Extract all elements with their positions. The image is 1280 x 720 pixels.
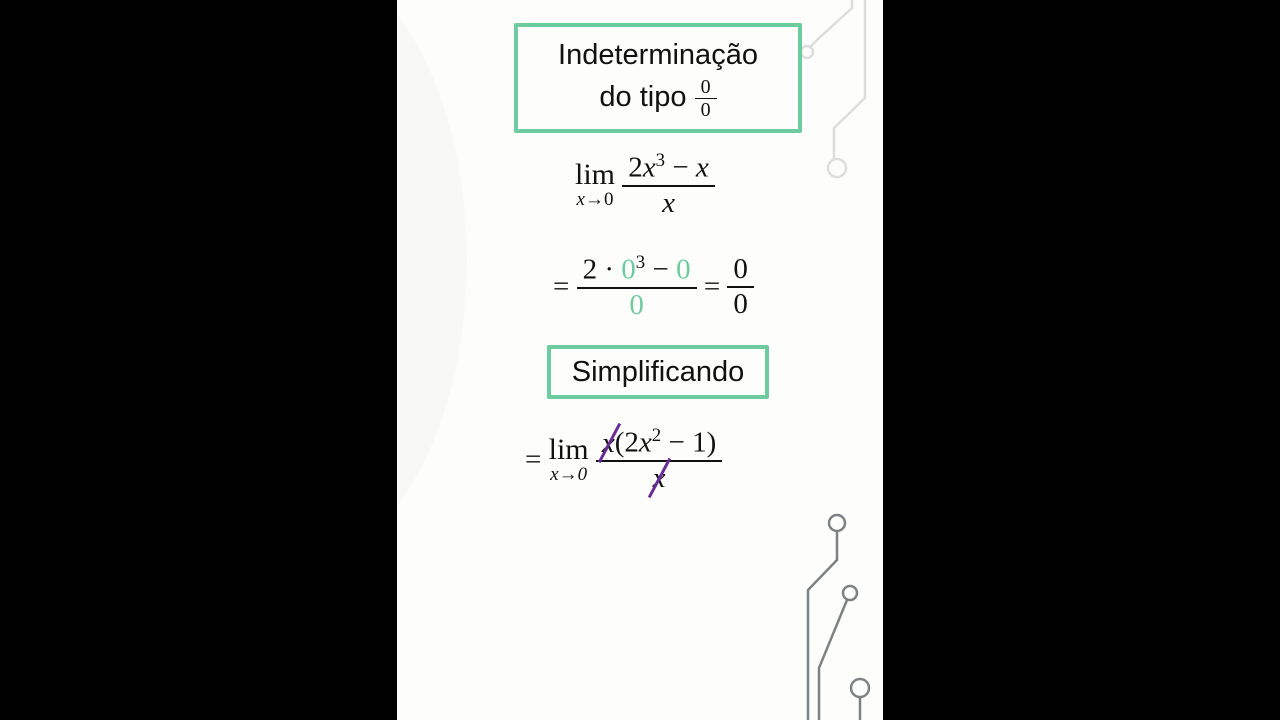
cancelled-x-denominator: x [652,461,666,494]
title-line-1: Indeterminação [558,39,758,71]
limit-operator: lim x→0 [575,157,616,210]
limit-expression: lim x→0 2x3 − x x [575,150,715,220]
cancelled-x-numerator: x [601,426,615,459]
circuit-decoration-icon [799,0,871,720]
simplifying-label: Simplificando [571,356,745,388]
result-fraction: 0 0 [727,253,754,321]
title-line-2: do tipo 0 0 [518,76,798,120]
slide: Indeterminação do tipo 0 0 lim x→0 2x3 −… [397,0,883,720]
simplified-limit-operator: lim x→0 [548,432,589,485]
zero-over-zero-fraction: 0 0 [694,77,717,120]
simplifying-label-box: Simplificando [547,345,769,399]
title-line-2-text: do tipo [599,81,687,113]
substitution-fraction: 2 · 03 − 0 0 [576,252,697,322]
simplified-expression: = lim x→0 x(2x2 − 1) x [525,425,723,495]
indeterminacy-title-box: Indeterminação do tipo 0 0 [514,23,802,133]
substitution-expression: = 2 · 03 − 0 0 = 0 0 [553,252,754,322]
limit-fraction: 2x3 − x x [622,150,715,220]
simplified-fraction: x(2x2 − 1) x [595,425,723,495]
